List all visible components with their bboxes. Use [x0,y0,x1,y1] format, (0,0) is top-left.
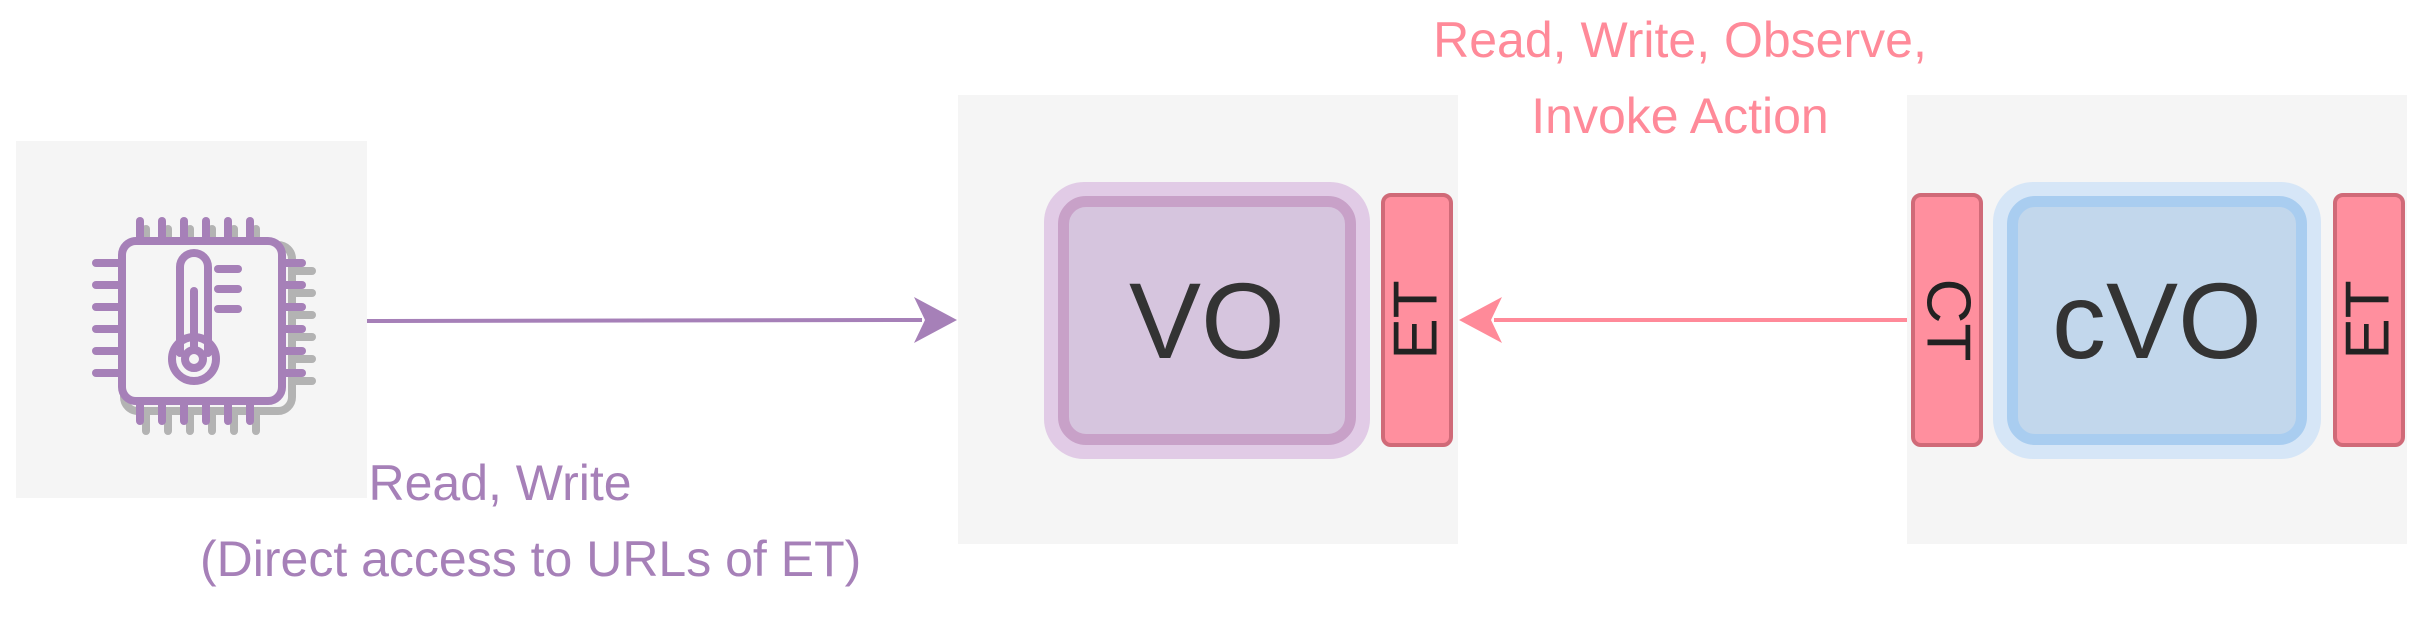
device-edge-label-line2: (Direct access to URLs of ET) [200,531,862,587]
cvo-to-vo-arrow [1459,297,1907,343]
device-panel [16,141,367,498]
thermometer-chip-icon [92,217,316,435]
device-edge-label-line1: Read, Write [368,455,632,511]
cvo-label: cVO [2051,260,2263,381]
device-edge-label: Read, Write (Direct access to URLs of ET… [200,445,862,597]
vo-box[interactable]: VO [1044,182,1370,459]
cvo-edge-label-line2: Invoke Action [1531,88,1829,144]
cvo-edge-label-line1: Read, Write, Observe, [1433,12,1927,68]
vo-et-tag[interactable]: ET [1381,193,1453,447]
cvo-edge-label: Read, Write, Observe, Invoke Action [1380,2,1980,154]
cvo-ct-tag[interactable]: CT [1911,193,1983,447]
cvo-et-tag[interactable]: ET [2333,193,2405,447]
vo-label: VO [1128,260,1286,381]
cvo-box[interactable]: cVO [1993,182,2321,459]
device-to-vo-arrow [366,297,957,343]
